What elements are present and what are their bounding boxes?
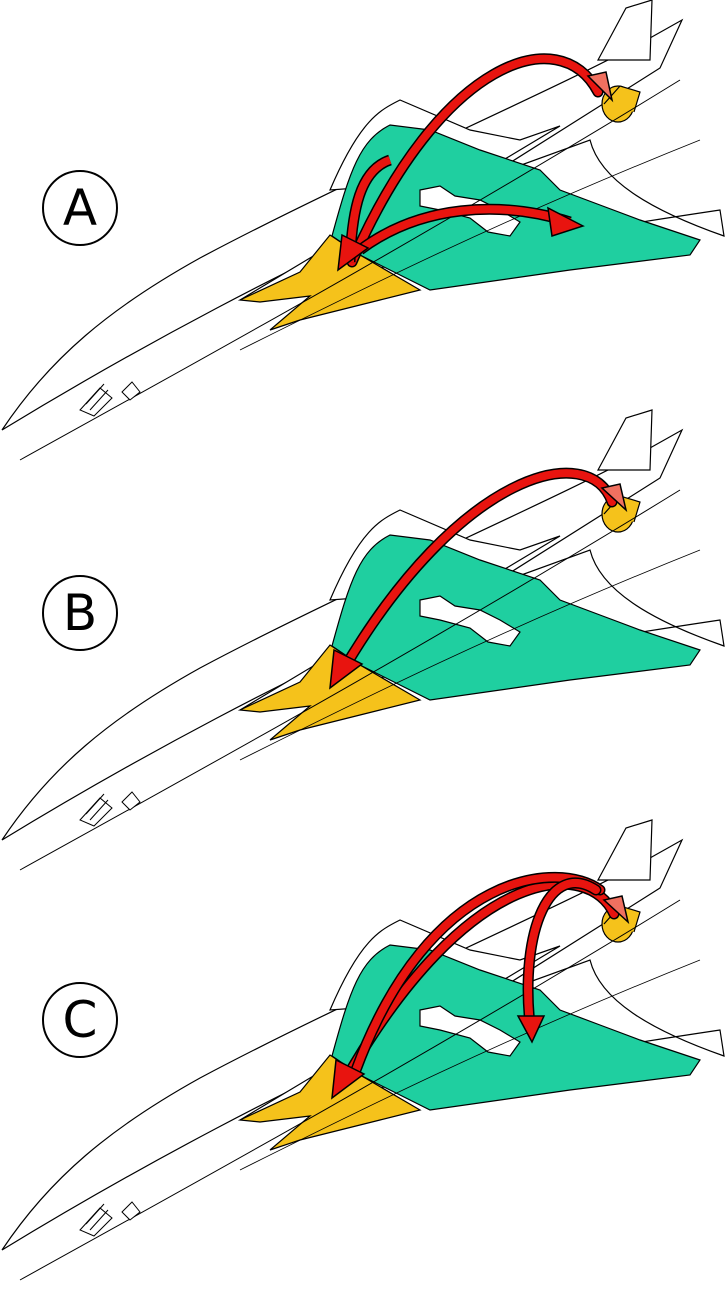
panel-label-circle: B xyxy=(42,575,118,651)
panel-label: B xyxy=(62,584,98,642)
arrowhead-rear-wing xyxy=(547,206,585,237)
arrowhead-tail xyxy=(586,71,614,103)
aircraft-diagram-a xyxy=(0,0,725,471)
arrowhead-forward xyxy=(329,648,364,690)
aircraft-diagram-b xyxy=(0,409,725,881)
arrowhead-forward xyxy=(337,233,370,272)
panel-label-circle: A xyxy=(42,170,118,246)
diagram-panel-c: C xyxy=(0,819,728,1291)
aircraft-diagram-c xyxy=(0,819,725,1291)
arrowhead-tail xyxy=(600,483,628,513)
transfer-arrows-b xyxy=(329,467,628,690)
diagram-panel-b: B xyxy=(0,409,728,881)
transfer-arrows-c xyxy=(331,871,630,1100)
panel-label: C xyxy=(62,991,98,1049)
panel-label-circle: C xyxy=(42,982,118,1058)
arrowhead-wing xyxy=(516,1015,546,1044)
arrowhead-tail xyxy=(602,895,630,925)
arrowhead-forward xyxy=(331,1058,366,1100)
diagram-panel-a: A xyxy=(0,0,728,471)
panel-label: A xyxy=(62,179,98,237)
transfer-arrows-a xyxy=(337,53,614,272)
